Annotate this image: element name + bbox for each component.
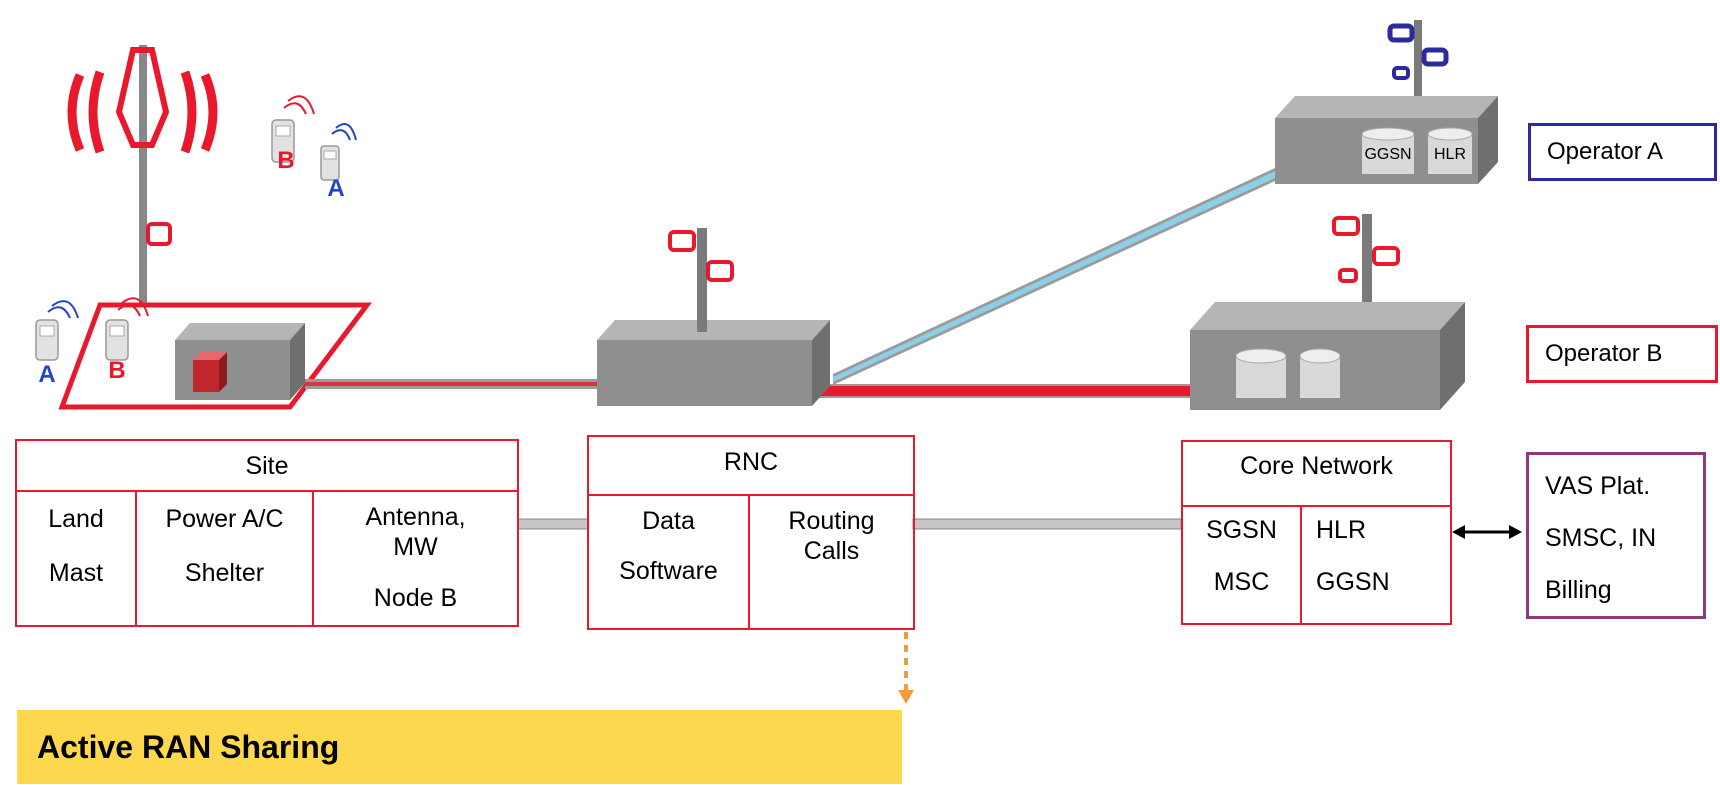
core-cell-sgsn-msc: SGSN MSC <box>1183 507 1302 623</box>
rnc-title-cell: RNC <box>589 437 913 496</box>
operator-a-core-node <box>1275 20 1498 184</box>
handset-label-a-left: A <box>38 361 56 388</box>
site-platform <box>58 302 373 410</box>
operator-a-box: Operator A <box>1528 123 1717 181</box>
server-label-hlr: HLR <box>1433 146 1466 163</box>
banner-title: Active RAN Sharing <box>37 728 340 765</box>
handset-label-b-left: B <box>108 357 126 384</box>
core-text-sgsn: SGSN <box>1206 516 1277 544</box>
core-cell-hlr-ggsn: HLR GGSN <box>1302 507 1450 623</box>
site-text-nodeb: Node B <box>373 584 458 612</box>
rnc-title: RNC <box>723 448 779 476</box>
site-rnc-table-connector <box>517 518 589 530</box>
operator-b-core-node <box>1190 214 1465 410</box>
core-network-table: Core Network SGSN MSC HLR GGSN <box>1181 440 1452 625</box>
core-text-msc: MSC <box>1213 568 1270 596</box>
site-text-mast: Mast <box>48 559 104 587</box>
site-text-antenna: Antenna, <box>365 503 466 531</box>
rnc-core-table-connector <box>912 518 1182 530</box>
vas-text-smsc: SMSC, IN <box>1545 524 1657 552</box>
vas-text-billing: Billing <box>1545 576 1612 604</box>
core-vas-double-arrow <box>1452 525 1522 539</box>
site-table: Site Land Mast Power A/C Shelter Antenna… <box>15 439 519 627</box>
handset-label-a-top: A <box>327 175 345 202</box>
rnc-cell-routing-calls: Routing Calls <box>750 496 913 628</box>
site-text-power: Power A/C <box>165 505 284 533</box>
site-text-shelter: Shelter <box>184 559 265 587</box>
server-label-ggsn: GGSN <box>1364 146 1412 163</box>
rnc-table: RNC Data Software Routing Calls <box>587 435 915 630</box>
rnc-text-data: Data <box>642 507 695 535</box>
operator-b-label: Operator B <box>1545 340 1663 367</box>
site-cell-power-shelter: Power A/C Shelter <box>137 492 314 625</box>
rnc-cell-data-software: Data Software <box>589 496 750 628</box>
core-title-cell: Core Network <box>1183 442 1450 507</box>
cell-tower <box>67 45 218 320</box>
active-ran-sharing-banner: Active RAN Sharing <box>17 710 902 784</box>
operator-b-box: Operator B <box>1526 325 1718 383</box>
site-cell-antenna-nodeb: Antenna, MW Node B <box>314 492 517 625</box>
core-text-ggsn: GGSN <box>1316 568 1390 596</box>
site-title: Site <box>245 452 289 480</box>
core-title: Core Network <box>1240 452 1393 480</box>
rnc-to-banner-dashed-arrow <box>898 632 914 704</box>
core-text-hlr: HLR <box>1316 516 1367 544</box>
rnc-text-calls: Calls <box>803 537 860 565</box>
rnc-node <box>597 228 830 406</box>
rnc-text-software: Software <box>619 557 718 585</box>
vas-box: VAS Plat. SMSC, IN Billing <box>1526 452 1706 619</box>
handset-group <box>35 95 357 361</box>
site-title-cell: Site <box>17 441 517 492</box>
site-text-land: Land <box>48 505 104 533</box>
site-text-mw: MW <box>393 533 438 561</box>
site-cell-land-mast: Land Mast <box>17 492 137 625</box>
operator-a-label: Operator A <box>1547 138 1664 165</box>
rnc-text-routing: Routing <box>788 507 875 535</box>
vas-text-platform: VAS Plat. <box>1545 472 1651 500</box>
handset-label-b-top: B <box>277 147 295 174</box>
